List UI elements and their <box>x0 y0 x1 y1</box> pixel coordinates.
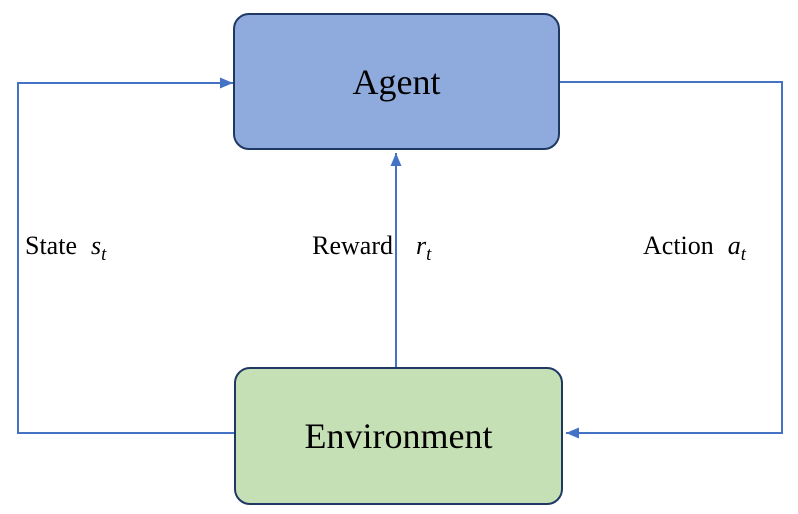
action-label: Action at <box>643 228 746 264</box>
reward-subscript: t <box>426 244 432 266</box>
action-symbol: at <box>727 231 746 266</box>
state-symbol: st <box>91 231 107 266</box>
reward-label-word: Reward <box>312 231 393 260</box>
action-arrow <box>560 81 783 439</box>
state-label-word: State <box>25 231 77 260</box>
reward-symbol: rt <box>416 231 432 266</box>
reward-label: Reward <box>312 228 393 264</box>
reward-symbol-label: rt <box>416 228 431 264</box>
state-arrow <box>17 77 234 434</box>
agent-node-label: Agent <box>352 61 441 102</box>
environment-node-label: Environment <box>304 416 493 456</box>
state-label: State st <box>25 228 106 264</box>
agent-node: Agent <box>233 13 560 150</box>
environment-node: Environment <box>234 367 563 505</box>
state-subscript: t <box>101 244 107 266</box>
action-label-word: Action <box>643 231 714 260</box>
action-subscript: t <box>740 244 746 266</box>
